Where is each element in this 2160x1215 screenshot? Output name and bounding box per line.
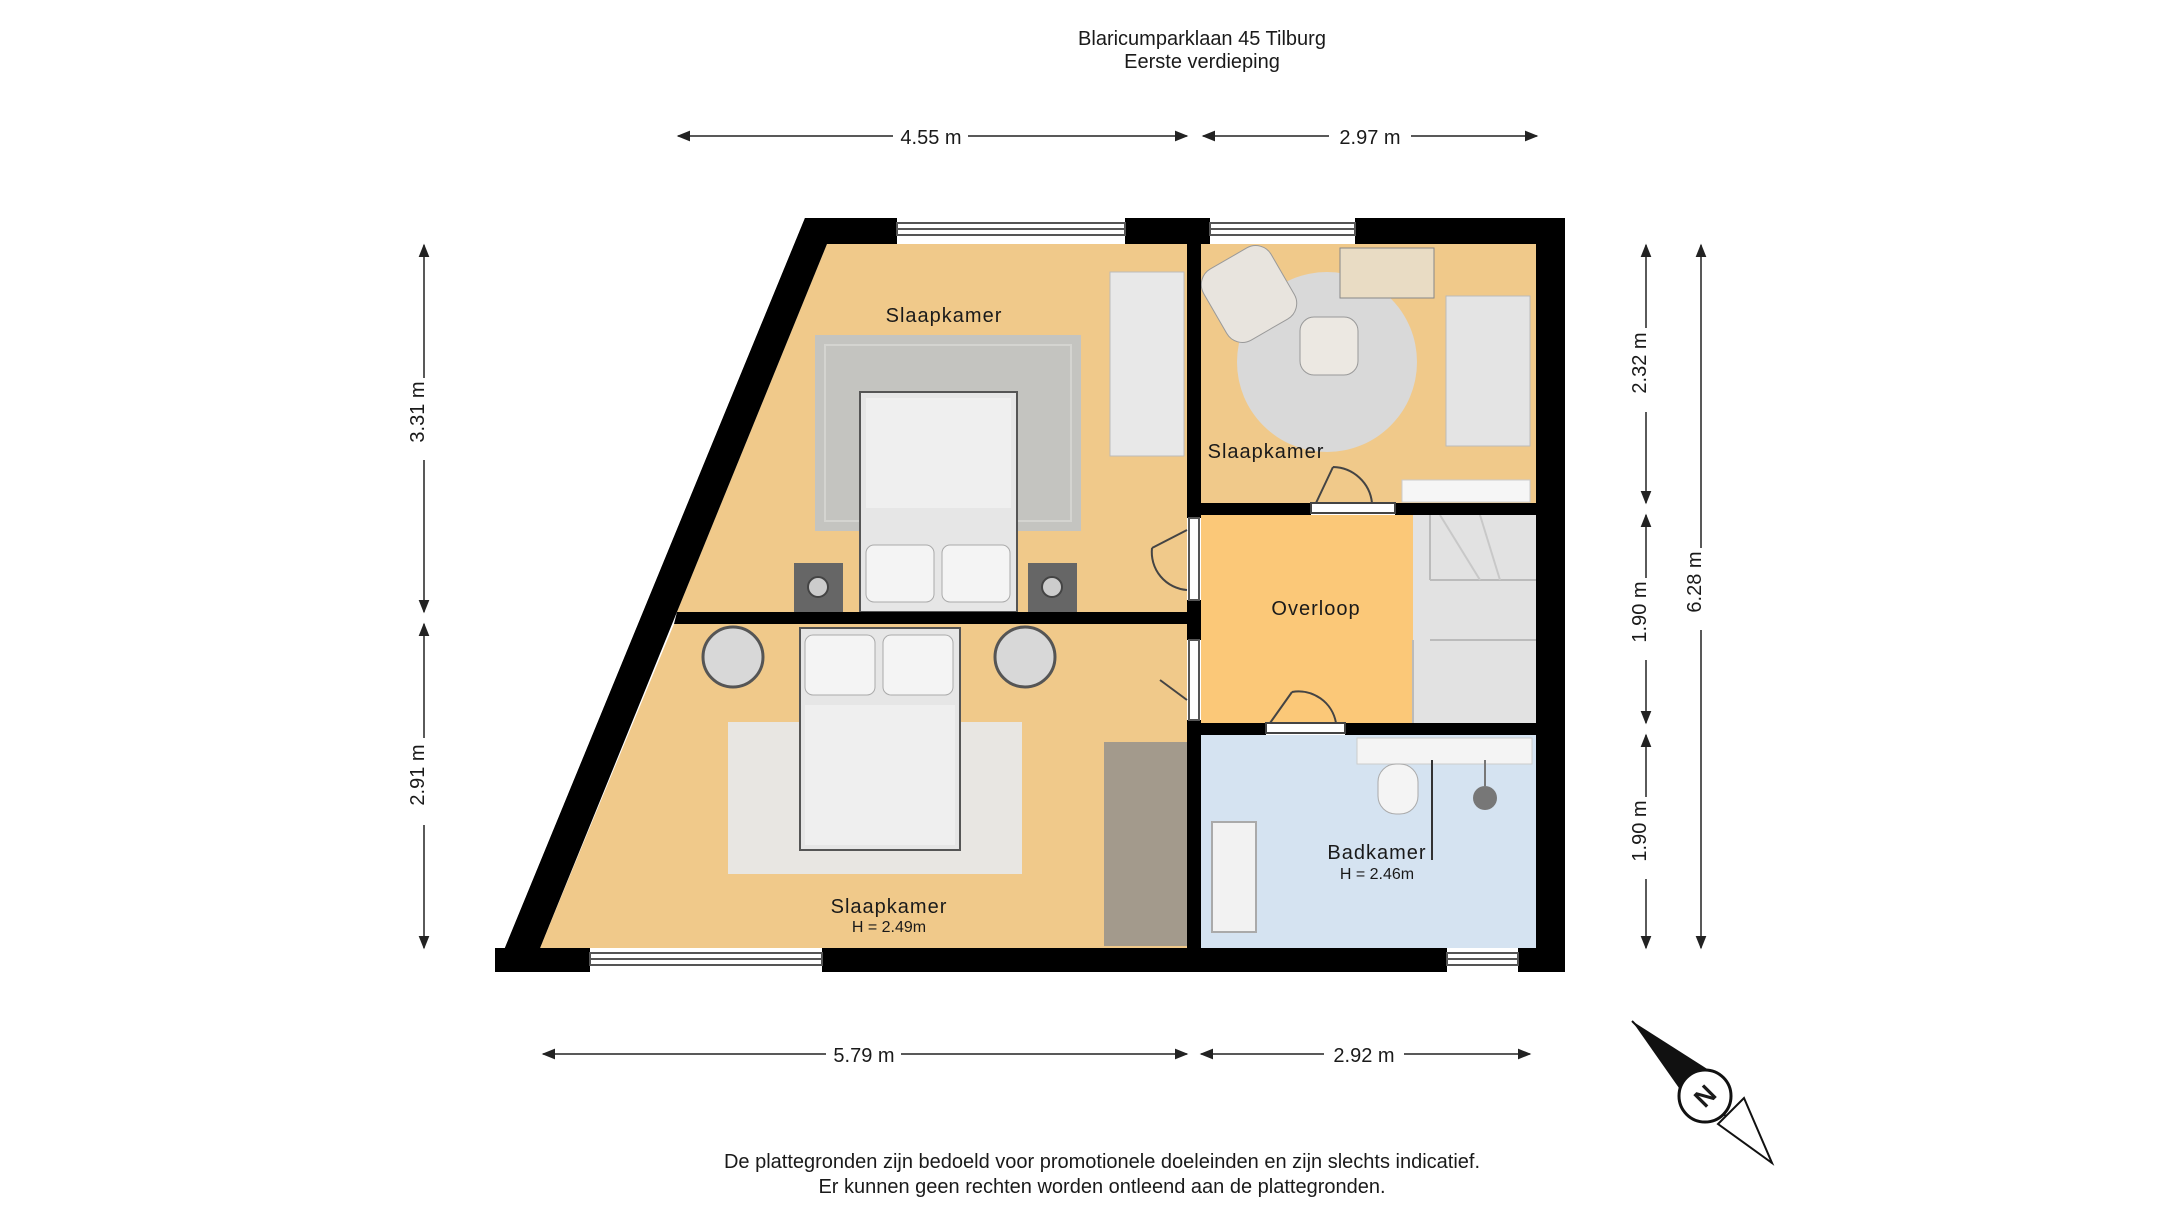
armchair: [1200, 245, 1298, 343]
toilet: [1377, 763, 1419, 815]
ottoman: [1299, 316, 1359, 376]
staircase: [1412, 514, 1536, 723]
round-nightstand: [993, 625, 1057, 689]
room-labels: Slaapkamer Slaapkamer Overloop Slaapkame…: [831, 305, 1426, 936]
vanity: [1356, 737, 1533, 765]
wardrobe: [1104, 742, 1187, 946]
walls: [495, 218, 1565, 972]
dimension-left-lower: 2.91 m: [407, 744, 429, 805]
disclaimer-line-1: De plattegronden zijn bedoeld voor promo…: [724, 1151, 1480, 1173]
bedroom-small-furniture: [1200, 245, 1531, 503]
dimension-lines: [418, 130, 1707, 1060]
bed: [1445, 295, 1531, 447]
bedroom-bottom-furniture: [701, 625, 1187, 946]
dimension-top-right: 2.97 m: [1339, 127, 1400, 149]
round-nightstand: [701, 625, 765, 689]
room-label-bathroom: Badkamer: [1327, 842, 1426, 864]
room-label-landing: Overloop: [1271, 598, 1360, 620]
outer-wall-top: [805, 218, 897, 244]
dimension-right-middle: 1.90 m: [1629, 581, 1651, 642]
inner-wall-landing-top: [1201, 503, 1311, 515]
disclaimer-line-2: Er kunnen geen rechten worden ontleend a…: [818, 1176, 1385, 1198]
doors: [1150, 466, 1396, 734]
outer-wall-right: [1536, 218, 1565, 972]
dimension-left-upper: 3.31 m: [407, 381, 429, 442]
dimension-top-left: 4.55 m: [900, 127, 961, 149]
windows: [589, 222, 1519, 966]
inner-wall-vertical: [1187, 218, 1201, 518]
inner-wall-bedrooms: [674, 612, 1187, 624]
desk: [1339, 247, 1435, 299]
room-label-bedroom-top: Slaapkamer: [886, 305, 1003, 327]
dimension-labels: 4.55 m 2.97 m 5.79 m 2.92 m 3.31 m 2.91 …: [407, 127, 1706, 1067]
room-height-bedroom-bottom: H = 2.49m: [852, 919, 926, 936]
wardrobe: [1109, 271, 1185, 457]
shower-drain: [1473, 786, 1497, 810]
compass-icon: N: [1631, 1020, 1775, 1166]
dimension-bottom-right: 2.92 m: [1333, 1045, 1394, 1067]
bathroom-fixtures: [1211, 737, 1533, 933]
outer-wall-bottom: [495, 948, 590, 972]
floor-title: Eerste verdieping: [1124, 51, 1280, 73]
room-label-bedroom-small: Slaapkamer: [1208, 441, 1325, 463]
bathtub: [1211, 821, 1257, 933]
room-label-bedroom-bottom: Slaapkamer: [831, 896, 948, 918]
dimension-right-upper: 2.32 m: [1629, 332, 1651, 393]
inner-wall-landing-bottom: [1201, 723, 1266, 735]
room-height-bathroom: H = 2.46m: [1340, 866, 1414, 883]
shelf: [1401, 479, 1531, 503]
address-title: Blaricumparklaan 45 Tilburg: [1078, 28, 1326, 50]
dimension-bottom-left: 5.79 m: [833, 1045, 894, 1067]
dimension-right-total: 6.28 m: [1684, 551, 1706, 612]
bedroom-top-furniture: [794, 271, 1185, 613]
dimension-right-lower: 1.90 m: [1629, 800, 1651, 861]
